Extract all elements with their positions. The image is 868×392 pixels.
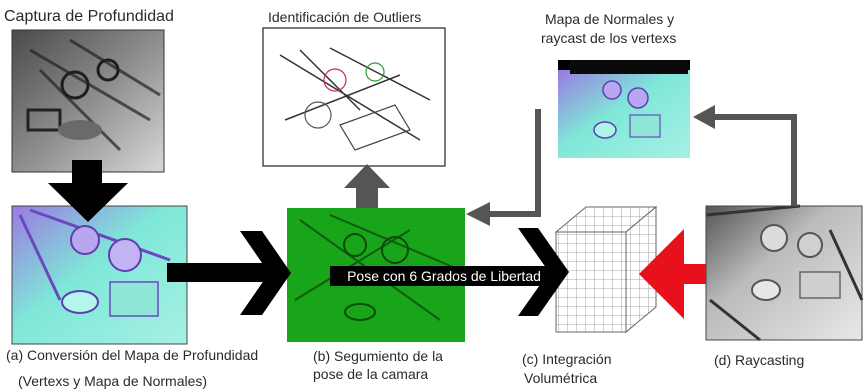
- feedback-arrow-head-right: [693, 105, 715, 129]
- depth-capture-image: [11, 29, 165, 173]
- normals-raycast-title-line2: raycast de los vertexs: [541, 30, 677, 46]
- up-arrow-gray: [344, 164, 390, 208]
- step-a-caption-line1: (a) Conversión del Mapa de Profundidad: [6, 347, 259, 363]
- pose-label: Pose con 6 Grados de Libertad: [330, 266, 558, 286]
- step-b-caption-line1: (b) Segumiento de la: [313, 348, 443, 364]
- right-arrow-head: [240, 231, 291, 315]
- step-d-caption: (d) Raycasting: [714, 352, 805, 368]
- outlier-identification-image: [262, 27, 446, 167]
- chevron-arrow-cube: [518, 228, 569, 316]
- feedback-arrow-head-left: [466, 202, 490, 226]
- down-arrow-body: [48, 160, 128, 222]
- step-a-caption-line2: (Vertexs y Mapa de Normales): [18, 373, 208, 389]
- normals-raycast-title-line1: Mapa de Normales y: [545, 11, 675, 27]
- depth-capture-title: Captura de Profundidad: [4, 8, 174, 25]
- step-c-caption-line1: (c) Integración: [522, 351, 612, 367]
- feedback-arrow-line-right: [712, 114, 797, 206]
- normal-map-image: [11, 205, 188, 345]
- red-arrow: [639, 229, 706, 319]
- feedback-arrow-line-left: [488, 109, 541, 217]
- raycasting-image: [705, 204, 864, 342]
- step-c-caption-line2: Volumétrica: [524, 370, 598, 386]
- raycast-normal-map-image: [558, 60, 690, 158]
- volume-cube: [554, 205, 658, 334]
- outlier-identification-title: Identificación de Outliers: [268, 9, 422, 25]
- right-arrow-body: [167, 263, 272, 282]
- step-b-caption-line2: pose de la camara: [313, 366, 429, 382]
